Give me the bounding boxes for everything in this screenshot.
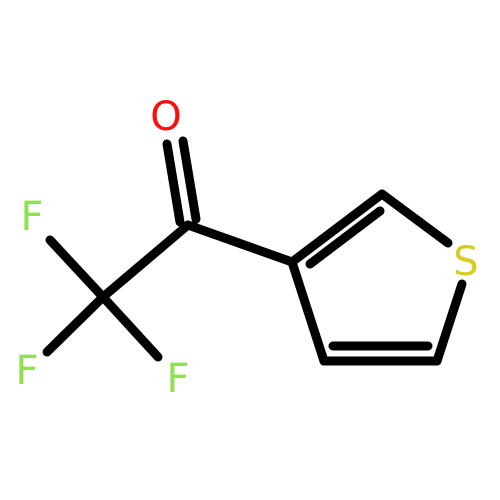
fluorine-top-atom-label: F [20,194,43,240]
carbonyl-to-cf3-bond [98,220,193,302]
ring-c3-c2-double-inner [305,206,385,269]
carbonyl-double-bond-2 [178,136,201,224]
bonds [42,136,467,366]
cf3-to-f-top-bond [45,235,108,302]
fluorine-bottom-right-atom-label: F [166,356,189,402]
cf3-to-f-bottom-left-bond [42,292,108,357]
ring-c3-c2-bond [287,189,387,267]
oxygen-atom-label: O [150,94,181,140]
ring-c4-c3-bond [287,257,329,366]
carbonyl-double-bond-1 [162,139,185,227]
atom-labels: O S F F F [15,94,478,402]
sulfur-atom-label: S [453,239,478,285]
fluorine-bottom-left-atom-label: F [15,348,38,394]
ring-s-c5-bond [432,279,467,366]
cf3-to-f-bottom-right-bond [98,292,163,362]
ring-c2-s-bond [377,189,453,248]
carbonyl-to-ring-bond [183,220,297,267]
